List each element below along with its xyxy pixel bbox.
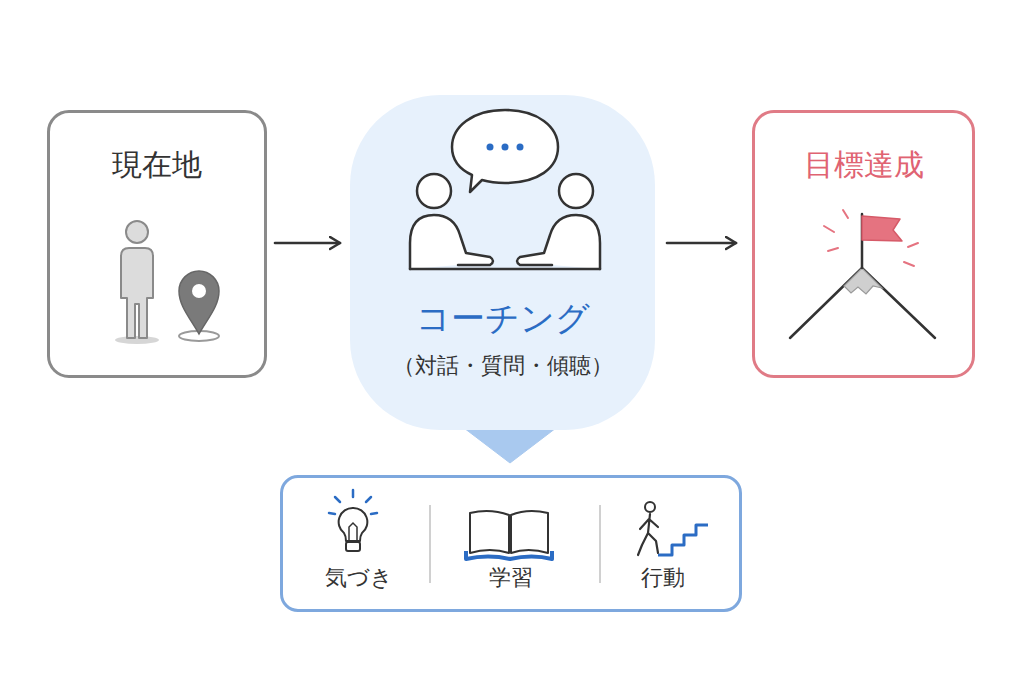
separator [429,505,431,583]
node-subtitle: （対話・質問・傾聴） [350,351,655,381]
process-blob: コーチング （対話・質問・傾聴） [350,95,655,430]
bulb-filament [349,523,357,541]
outcome-column: 行動 [587,475,739,593]
person-head [417,174,451,208]
bubble-dot [517,144,524,151]
flow-arrow [667,242,736,245]
book-page [511,511,548,553]
outcome-label: 学習 [489,563,533,593]
person-shadow [115,336,159,344]
outcome-icons [280,475,742,612]
ray [824,226,834,232]
stairs-walker-icon [638,502,708,555]
person-head [559,174,593,208]
goal-box: 目標達成 [752,110,975,378]
outcome-column: 学習 [435,475,587,593]
person-body [517,215,600,269]
outcome-row: 気づき 学習 行動 [283,475,739,593]
outcome-column: 気づき [283,475,435,593]
snow-cap [844,268,882,294]
location-pin [179,271,219,334]
bubble-dot [487,144,494,151]
ray [828,248,838,251]
outcome-box: 気づき 学習 行動 [280,475,742,612]
pin-hole [192,284,206,298]
bulb-glass [339,508,368,541]
flag [862,216,902,241]
book-cover [466,551,552,559]
bubble-dot [502,144,509,151]
book-icon [466,511,552,559]
node-title: コーチング [350,296,655,340]
walker-body [638,514,658,555]
person-body [410,215,493,269]
ray [366,497,371,502]
ray [843,210,848,218]
ray [329,513,335,514]
node-title: 現在地 [50,145,264,185]
speech-bubble [452,110,558,192]
person-body [121,248,153,338]
ray [371,513,377,514]
pointer-triangle [464,428,556,463]
ray [904,262,914,266]
start-box: 現在地 [47,110,267,378]
ray [335,497,340,502]
bulb-base [346,542,360,551]
mountain [790,268,935,338]
stairs [658,525,708,555]
outcome-label: 行動 [641,563,685,593]
ray [908,243,918,247]
ray [352,490,355,497]
node-title: 目標達成 [755,145,972,185]
separator [599,505,601,583]
flow-arrow [275,242,340,245]
light-bulb-icon [329,490,377,551]
person-head [126,221,148,243]
book-page [470,511,509,553]
walker-head [645,502,655,512]
outcome-label: 気づき [325,563,393,593]
table-line [410,268,600,271]
dialogue-illustration [350,95,655,430]
